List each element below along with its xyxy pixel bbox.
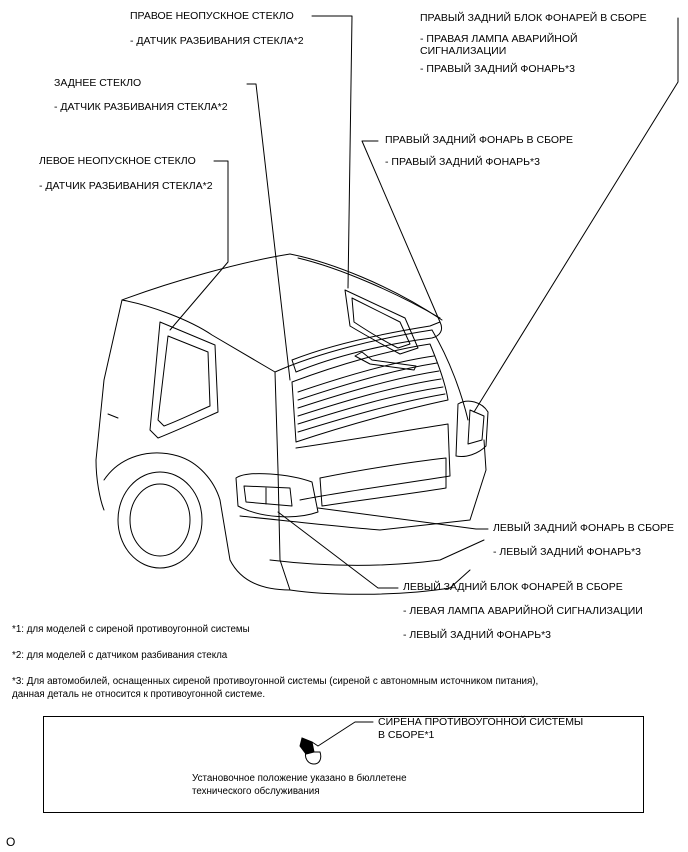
leader-left-fixed-glass — [169, 160, 229, 331]
rear-wheel — [117, 471, 203, 569]
siren-label-line1: СИРЕНА ПРОТИВОУГОННОЙ СИСТЕМЫ — [378, 716, 584, 728]
label-rl-lamp-sub: - ЛЕВЫЙ ЗАДНИЙ ФОНАРЬ*3 — [493, 546, 642, 558]
hatch-right — [431, 329, 469, 421]
label-rr-lamp: ПРАВЫЙ ЗАДНИЙ ФОНАРЬ В СБОРЕ — [385, 134, 574, 146]
leader-rr-lamp — [361, 140, 441, 323]
siren-label-line2: В СБОРЕ*1 — [378, 729, 435, 741]
leader-back-glass — [246, 83, 291, 381]
label-back-glass-sub: - ДАТЧИК РАЗБИВАНИЯ СТЕКЛА*2 — [54, 101, 228, 113]
label-right-fixed-glass: ПРАВОЕ НЕОПУСКНОЕ СТЕКЛО — [130, 10, 294, 22]
label-rr-combo-lamp-sub2: - ПРАВЫЙ ЗАДНИЙ ФОНАРЬ*3 — [420, 63, 575, 75]
label-right-fixed-glass-sub: - ДАТЧИК РАЗБИВАНИЯ СТЕКЛА*2 — [130, 35, 304, 47]
label-rr-combo-lamp: ПРАВЫЙ ЗАДНИЙ БЛОК ФОНАРЕЙ В СБОРЕ — [420, 12, 647, 24]
hatch-left — [274, 371, 279, 471]
leader-siren — [317, 721, 374, 747]
siren-desc-line1: Установочное положение указано в бюллете… — [192, 773, 407, 784]
roof-left-edge — [121, 253, 291, 301]
body-left-side — [95, 299, 123, 461]
note-3-line2: данная деталь не относится к противоугон… — [12, 689, 266, 700]
label-left-fixed-glass-sub: - ДАТЧИК РАЗБИВАНИЯ СТЕКЛА*2 — [39, 180, 213, 192]
roof-rail — [297, 257, 441, 319]
license-plate-recess — [319, 457, 447, 507]
leader-rl-lamp — [317, 507, 489, 530]
right-quarter-window-outer — [344, 289, 419, 355]
right-quarter-window-inner — [351, 297, 411, 349]
label-rr-combo-lamp-sub1-line1: - ПРАВАЯ ЛАМПА АВАРИЙНОЙ — [420, 33, 578, 45]
leader-right-fixed-glass — [311, 15, 353, 289]
body-left-upper — [121, 299, 276, 373]
left-quarter-window-outer — [149, 321, 219, 439]
label-left-fixed-glass: ЛЕВОЕ НЕОПУСКНОЕ СТЕКЛО — [39, 155, 196, 167]
label-rl-combo-lamp: ЛЕВЫЙ ЗАДНИЙ БЛОК ФОНАРЕЙ В СБОРЕ — [403, 581, 623, 593]
footer-mark: O — [6, 835, 16, 849]
leader-rr-combo-lamp — [473, 17, 679, 413]
leader-rl-combo-lamp — [277, 511, 399, 589]
note-2: *2: для моделей с датчиком разбивания ст… — [12, 650, 228, 661]
left-rear-combo-lamp — [235, 473, 319, 518]
label-rr-lamp-sub: - ПРАВЫЙ ЗАДНИЙ ФОНАРЬ*3 — [385, 156, 540, 168]
right-rear-combo-lamp — [455, 400, 489, 457]
lower-body — [95, 459, 291, 591]
note-1: *1: для моделей с сиреной противоугонной… — [12, 624, 250, 635]
label-rl-combo-lamp-sub1: - ЛЕВАЯ ЛАМПА АВАРИЙНОЙ СИГНАЛИЗАЦИИ — [403, 605, 643, 617]
siren-info-box — [43, 716, 644, 813]
label-rl-lamp: ЛЕВЫЙ ЗАДНИЙ ФОНАРЬ В СБОРЕ — [493, 522, 675, 534]
siren-desc-line2: технического обслуживания — [192, 786, 320, 797]
label-rl-combo-lamp-sub2: - ЛЕВЫЙ ЗАДНИЙ ФОНАРЬ*3 — [403, 629, 552, 641]
bumper — [239, 439, 487, 531]
wheel-arch — [103, 452, 221, 501]
hatch-lower — [295, 423, 451, 501]
siren-icon — [299, 737, 322, 765]
note-3-line1: *3: Для автомобилей, оснащенных сиреной … — [12, 676, 539, 687]
roof-top-edge — [289, 253, 443, 321]
bumper-lower — [269, 539, 485, 566]
label-rr-combo-lamp-sub1-line2: СИГНАЛИЗАЦИИ — [420, 45, 507, 57]
hatch-top — [274, 329, 433, 373]
left-quarter-window-inner — [157, 335, 211, 427]
rear-wiper — [354, 351, 417, 371]
label-back-glass: ЗАДНЕЕ СТЕКЛО — [54, 77, 142, 89]
back-glass — [291, 343, 449, 443]
spoiler — [291, 321, 443, 373]
